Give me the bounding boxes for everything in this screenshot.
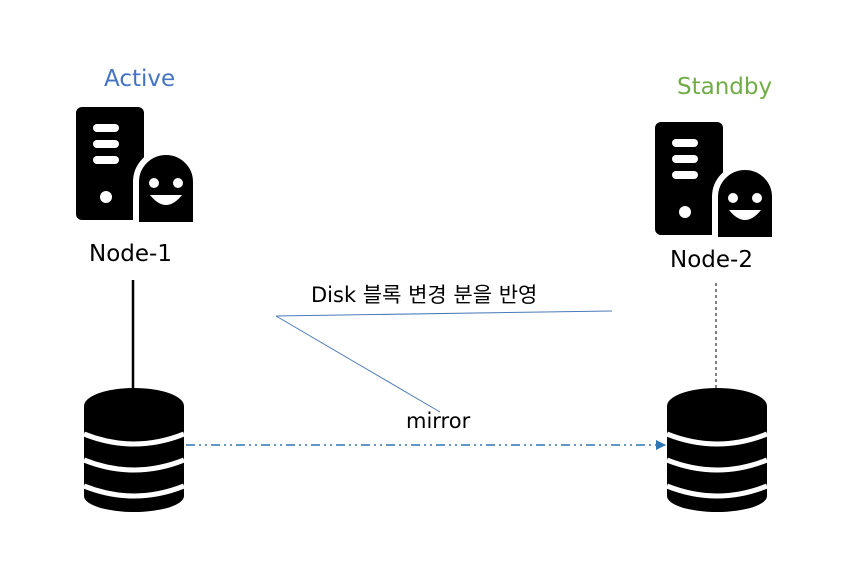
mirror-label: mirror — [406, 409, 471, 433]
role-label-active: Active — [104, 66, 176, 92]
callout-pointer — [275, 315, 441, 413]
role-label-standby: Standby — [677, 74, 773, 100]
callout-label: Disk 블록 변경 분을 반영 — [311, 283, 538, 307]
node-label-2: Node-2 — [670, 247, 753, 273]
server-icon-node-2 — [655, 122, 778, 243]
server-icon-node-1 — [76, 107, 199, 228]
database-icon-node-2 — [666, 388, 768, 512]
node-label-1: Node-1 — [89, 241, 172, 267]
database-icon-node-1 — [83, 388, 185, 512]
callout-underline — [275, 310, 613, 317]
